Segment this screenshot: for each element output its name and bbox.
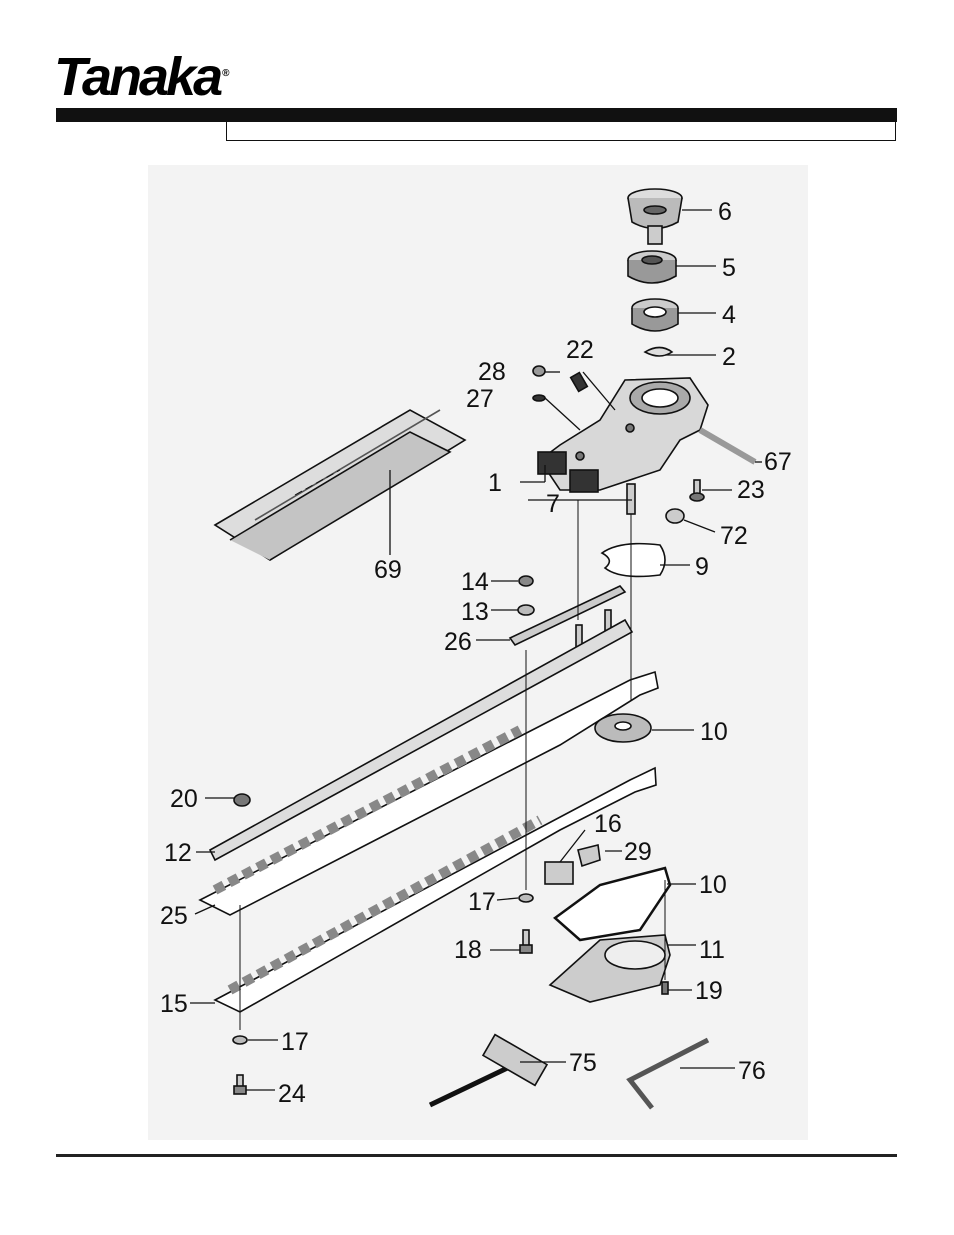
part-6-pin	[626, 483, 636, 515]
callout-72: 72	[720, 522, 748, 550]
callout-17: 17	[468, 888, 496, 916]
part-7-plate	[600, 542, 666, 578]
callout-6: 7	[546, 490, 560, 518]
part-28-nut	[532, 365, 546, 377]
assembly-lines	[239, 469, 666, 1030]
part-15-lower-blade	[213, 766, 657, 1013]
part-3-bearing	[631, 298, 679, 332]
part-22-spring	[569, 371, 589, 393]
part-67-rod	[698, 427, 757, 465]
callout-29: 29	[624, 838, 652, 866]
part-26-spacer-bar	[508, 585, 627, 656]
callout-75: 75	[569, 1049, 597, 1077]
part-17-washer-lower	[232, 1035, 248, 1045]
part-16-block	[544, 861, 574, 885]
callout-14: 14	[461, 568, 489, 596]
callout-67: 67	[764, 448, 792, 476]
callout-24: 24	[278, 1080, 306, 1108]
callout-19: 20	[170, 785, 198, 813]
callout-labels: 6 5 4 2 22 28 27 67 23 1 7 72 9 69 14 13…	[160, 198, 792, 1108]
header-bar	[56, 108, 897, 122]
callout-4: 5	[722, 254, 736, 282]
part-72-nut	[665, 508, 685, 524]
part-17-washer	[518, 893, 534, 903]
callout-3: 4	[722, 301, 736, 329]
callout-16: 16	[594, 810, 622, 838]
callout-10: 10	[699, 871, 727, 899]
part-18-bolt	[519, 929, 533, 954]
callout-5: 6	[718, 198, 732, 226]
callout-12: 12	[164, 839, 192, 867]
part-2-clip	[643, 346, 674, 357]
part-25-upper-blade	[198, 670, 659, 916]
part-24-bolt	[233, 1074, 247, 1095]
callout-25: 25	[160, 902, 188, 930]
callout-69: 69	[374, 556, 402, 584]
part-19-nut	[233, 793, 251, 807]
callout-26: 26	[444, 628, 472, 656]
leader-lines	[190, 209, 762, 1091]
part-1-gear-case	[537, 377, 709, 493]
part-9-plate	[594, 713, 652, 743]
callout-17-lower: 17	[281, 1028, 309, 1056]
part-29-clip	[577, 844, 601, 868]
callout-13: 13	[461, 598, 489, 626]
callout-28: 28	[478, 358, 506, 386]
part-27-washer	[532, 394, 546, 402]
callout-2: 2	[722, 343, 736, 371]
tanaka-logo: Tanaka®	[54, 47, 230, 107]
callout-15: 15	[160, 990, 188, 1018]
callout-11: 11	[699, 936, 725, 964]
callout-7: 9	[695, 553, 709, 581]
part-20-bolt	[661, 981, 669, 995]
part-11-cover	[548, 934, 671, 1003]
callout-23: 23	[737, 476, 765, 504]
part-10-gasket	[553, 866, 672, 942]
callout-27: 27	[466, 385, 494, 413]
part-4-bearing-holder	[627, 250, 677, 284]
footer-rule	[56, 1154, 897, 1157]
part-13-washer	[517, 604, 535, 616]
part-5-cup	[627, 188, 683, 245]
part-75-t-wrench	[428, 1033, 549, 1108]
callout-9: 10	[700, 718, 728, 746]
page-title-box	[226, 122, 896, 141]
callout-1: 1	[488, 469, 502, 497]
part-23-bolt	[689, 479, 705, 502]
callout-18: 18	[454, 936, 482, 964]
part-76-hex-key	[626, 1037, 710, 1110]
callout-20: 19	[695, 977, 723, 1005]
diagram-parts	[190, 188, 762, 1110]
part-14-nut	[518, 575, 534, 587]
part-69-blade-cover	[213, 409, 467, 561]
callout-22: 22	[566, 336, 594, 364]
callout-76: 76	[738, 1057, 766, 1085]
